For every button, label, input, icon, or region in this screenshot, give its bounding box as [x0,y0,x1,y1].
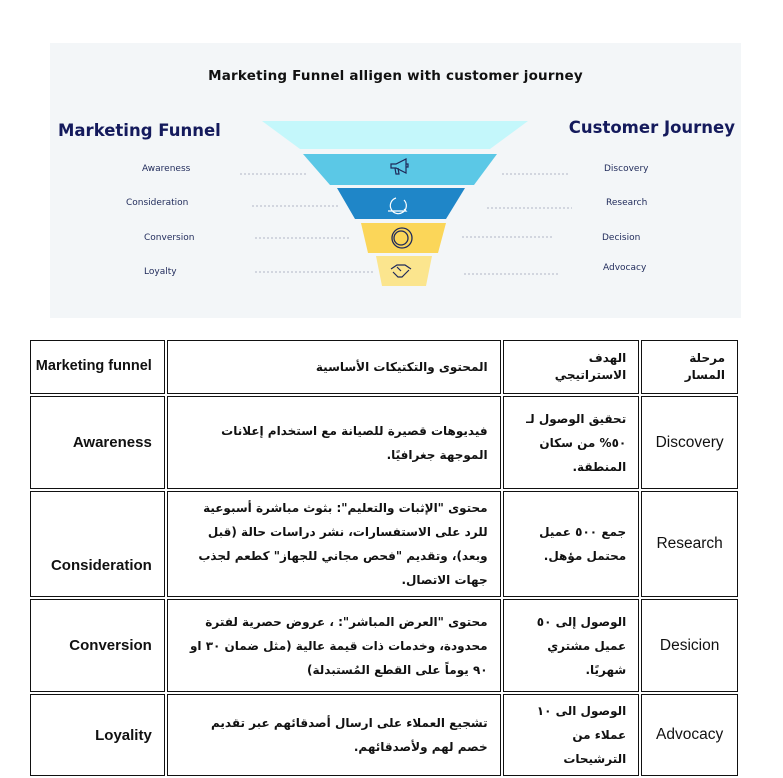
funnel-top [262,121,528,149]
funnel-label-consideration: Consideration [126,198,189,208]
header-stage: مرحلة المسار [641,340,738,394]
handshake-icon [390,264,412,278]
coin-icon [391,227,413,249]
table-header-row: Marketing funnel المحتوى والتكتيكات الأس… [30,340,738,394]
funnel-infographic: Marketing Funnel alligen with customer j… [50,43,741,318]
goal-cell: جمع ٥٠٠ عميل محتمل مؤهل. [502,491,640,597]
stage-cell: Desicion [641,599,738,692]
customer-journey-heading: Customer Journey [568,118,735,137]
content-cell: تشجيع العملاء على ارسال أصدقائهم عبر تقد… [166,694,501,776]
journey-label-discovery: Discovery [604,164,649,174]
funnel-label-conversion: Conversion [144,233,195,243]
stage-cell: Research [641,491,738,597]
funnel-loyalty [376,256,432,286]
goal-cell: تحقيق الوصول لـ ٥٠% من سكان المنطقة. [502,396,640,489]
funnel-cell: Conversion [30,599,165,692]
goal-cell: الوصول إلى ٥٠ عميل مشتري شهريًا. [502,599,640,692]
cycle-icon [388,197,408,215]
funnel-cell: Awareness [30,396,165,489]
infographic-title: Marketing Funnel alligen with customer j… [208,68,583,84]
content-cell: محتوى "الإثبات والتعليم": بثوث مباشرة أس… [166,491,501,597]
table-row: Conversion محتوى "العرض المباشر": ، عروض… [30,599,738,692]
journey-label-research: Research [606,198,648,208]
header-goal: الهدف الاستراتيجي [502,340,640,394]
table-row: Consideration محتوى "الإثبات والتعليم": … [30,491,738,597]
table-row: Loyality تشجيع العملاء على ارسال أصدقائه… [30,694,738,776]
journey-label-advocacy: Advocacy [603,263,647,273]
funnel-table: Marketing funnel المحتوى والتكتيكات الأس… [28,338,740,778]
stage-cell: Discovery [641,396,738,489]
funnel-graphic [240,121,572,286]
journey-label-decision: Decision [602,233,641,243]
content-cell: فيديوهات قصيرة للصيانة مع استخدام إعلانا… [166,396,501,489]
funnel-consideration [337,188,465,219]
megaphone-icon [390,158,409,175]
funnel-cell: Consideration [30,491,165,597]
table-row: Awareness فيديوهات قصيرة للصيانة مع استخ… [30,396,738,489]
content-cell: محتوى "العرض المباشر": ، عروض حصرية لفتر… [166,599,501,692]
header-content: المحتوى والتكتيكات الأساسية [166,340,501,394]
marketing-funnel-heading: Marketing Funnel [58,121,221,140]
funnel-label-loyalty: Loyalty [144,267,177,277]
funnel-label-awareness: Awareness [142,164,191,174]
header-funnel: Marketing funnel [30,340,165,394]
funnel-conversion [361,223,446,253]
